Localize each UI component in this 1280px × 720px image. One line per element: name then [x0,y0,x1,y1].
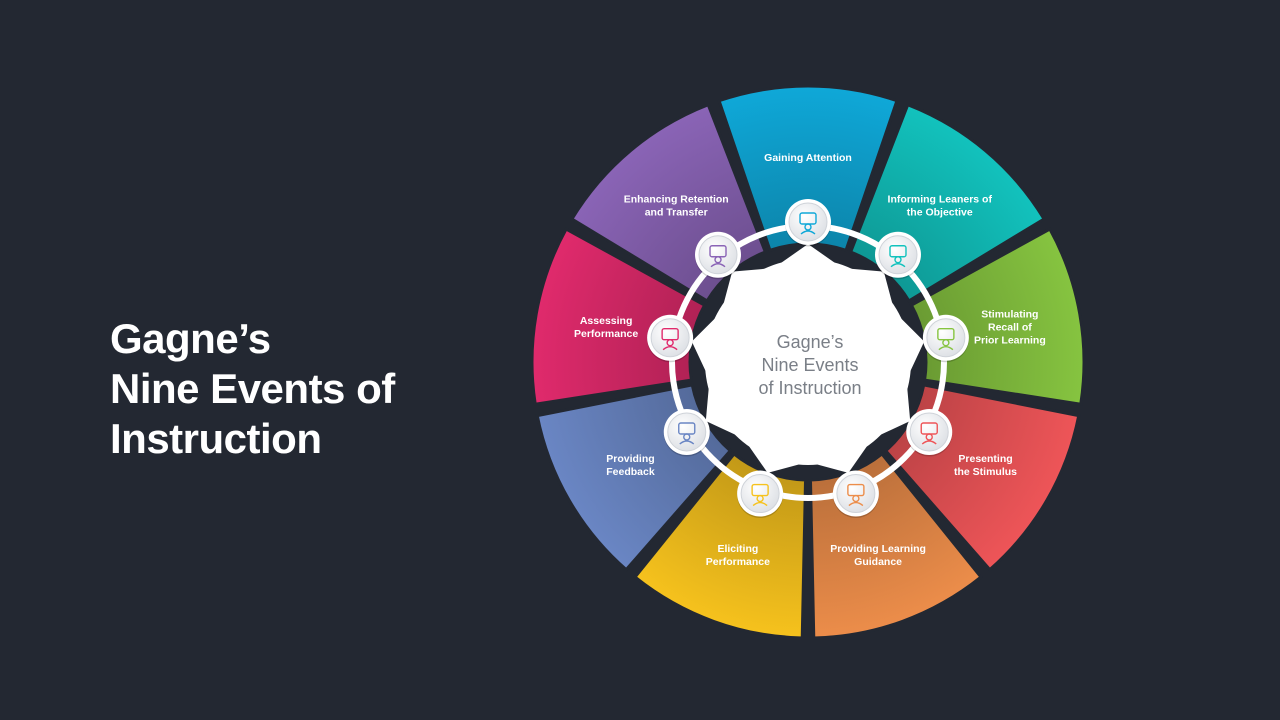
center-hub [705,259,911,465]
slide-title-line-2: Nine Events of [110,365,395,413]
clipboard-icon [647,314,694,363]
event-label-6-line-2: Performance [706,556,770,568]
event-label-5-line-1: Providing Learning [830,543,926,555]
slide-title-line-1: Gagne’s [110,315,271,363]
event-label-3-line-2: Recall of [988,321,1032,333]
head-gear-icon [785,199,831,247]
event-label-4-line-1: Presenting [958,453,1012,465]
event-label-1-line-1: Gaining Attention [764,152,852,164]
event-label-8-line-2: Performance [574,328,638,340]
center-title-line-2: Nine Events [761,355,858,375]
event-label-5-line-2: Guidance [854,556,902,568]
desk-worker-icon [737,470,784,519]
slide-title: Gagne’s Nine Events of Instruction [110,314,450,464]
presentation-icon [874,231,921,280]
event-label-1: Gaining Attention [764,152,852,164]
group-meeting-icon [922,314,969,363]
event-label-6-line-1: Eliciting [717,543,758,555]
checklist-icon [663,409,710,457]
event-label-9-line-1: Enhancing Retention [624,193,729,205]
event-label-8-line-1: Assessing [580,315,633,327]
center-title-line-1: Gagne’s [777,332,844,352]
slide-title-line-3: Instruction [110,415,322,463]
event-label-7-line-2: Feedback [606,466,655,478]
event-label-7-line-1: Providing [606,453,654,465]
event-segment-3 [909,226,1086,406]
event-label-9-line-2: and Transfer [645,206,708,218]
event-label-2-line-2: the Objective [907,206,973,218]
chat-people-icon [695,231,742,280]
event-segment-1 [717,84,899,253]
teacher-board-icon [832,470,879,519]
event-label-3-line-3: Prior Learning [974,334,1046,346]
event-label-3-line-1: Stimulating [981,308,1038,320]
event-label-2-line-1: Informing Leaners of [888,193,993,205]
center-title-line-3: of Instruction [758,378,861,398]
presenter-icon [906,409,953,457]
event-label-4-line-2: the Stimulus [954,466,1017,478]
event-segment-8 [530,226,707,406]
